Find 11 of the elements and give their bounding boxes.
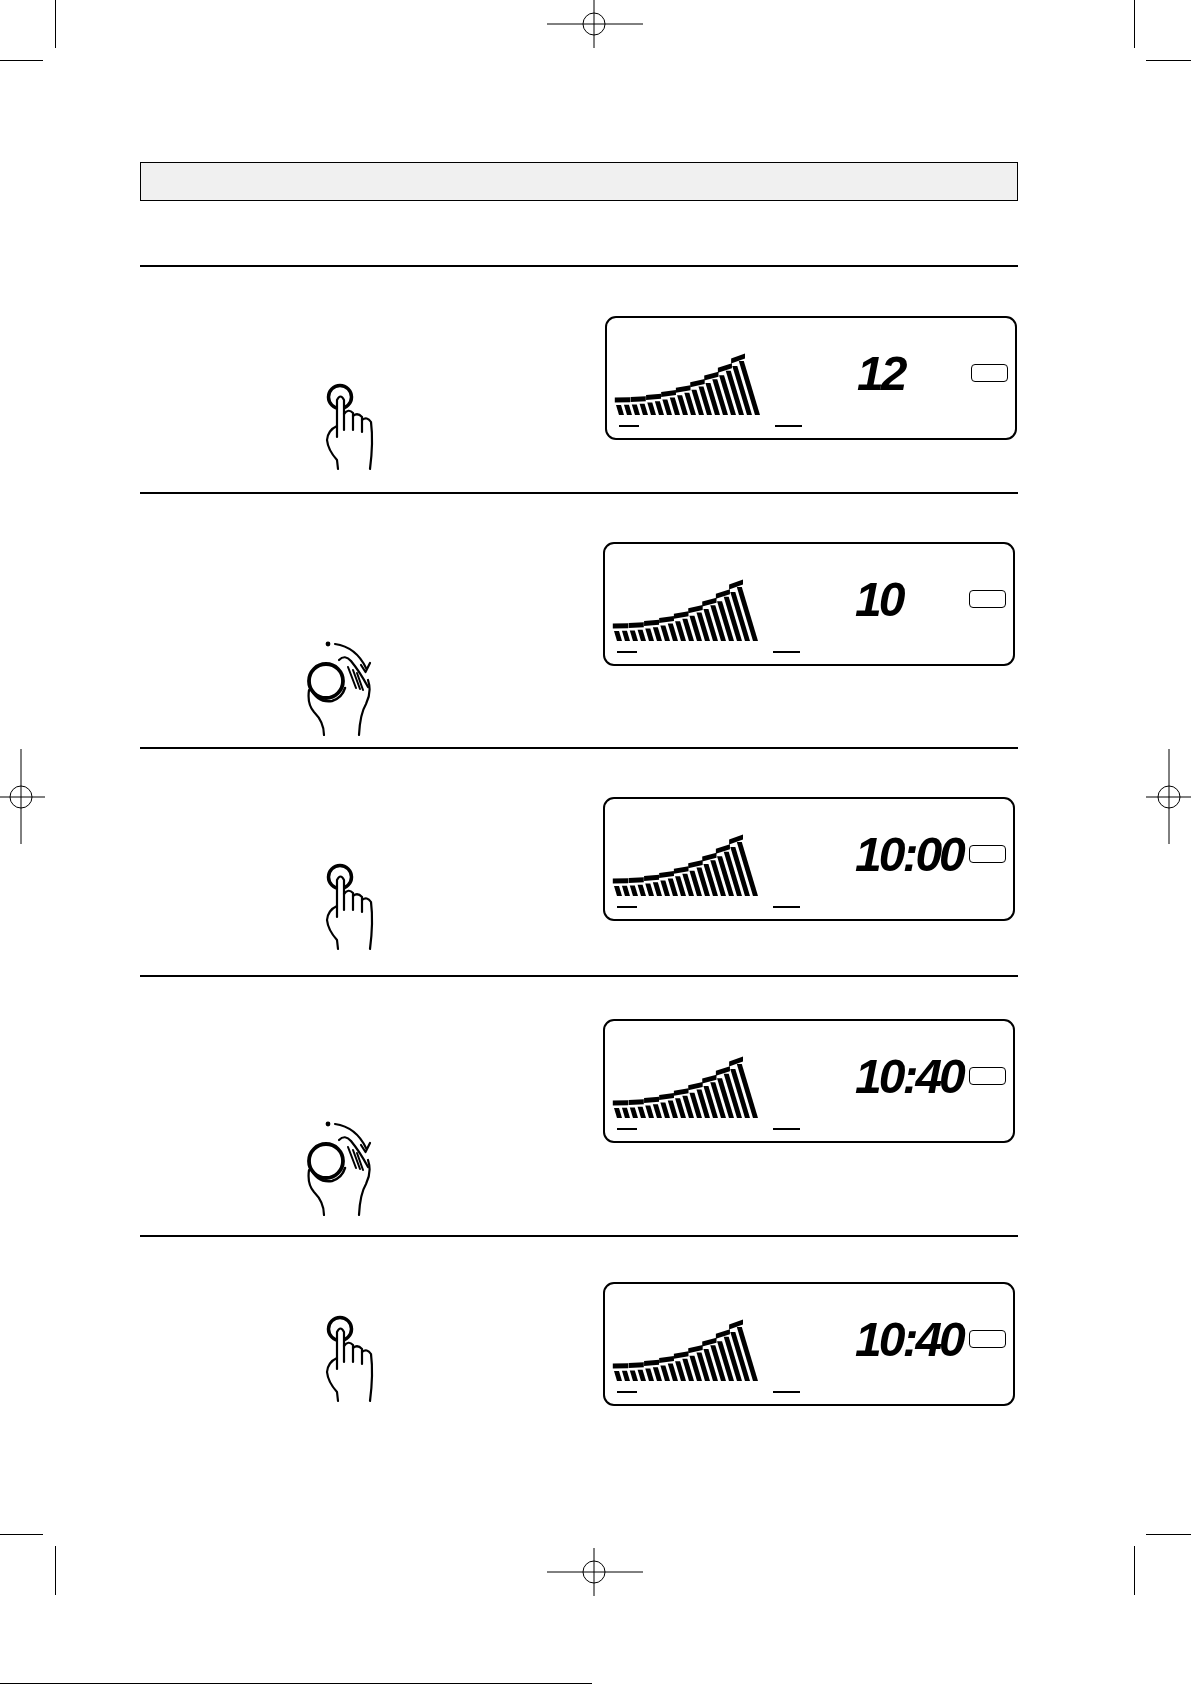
lcd-digits: 10:40 <box>855 1316 963 1364</box>
lcd-display <box>603 797 1015 921</box>
lcd-display <box>603 542 1015 666</box>
lcd-digits: 12 <box>857 350 905 398</box>
title-bar <box>140 162 1018 201</box>
lcd-display <box>603 1019 1015 1143</box>
lcd-digits: 10:00 <box>855 831 963 879</box>
lcd-digits: 10 <box>855 576 903 624</box>
lcd-digits: 10:40 <box>855 1053 963 1101</box>
lcd-display <box>603 1282 1015 1406</box>
lcd-display <box>605 316 1017 440</box>
